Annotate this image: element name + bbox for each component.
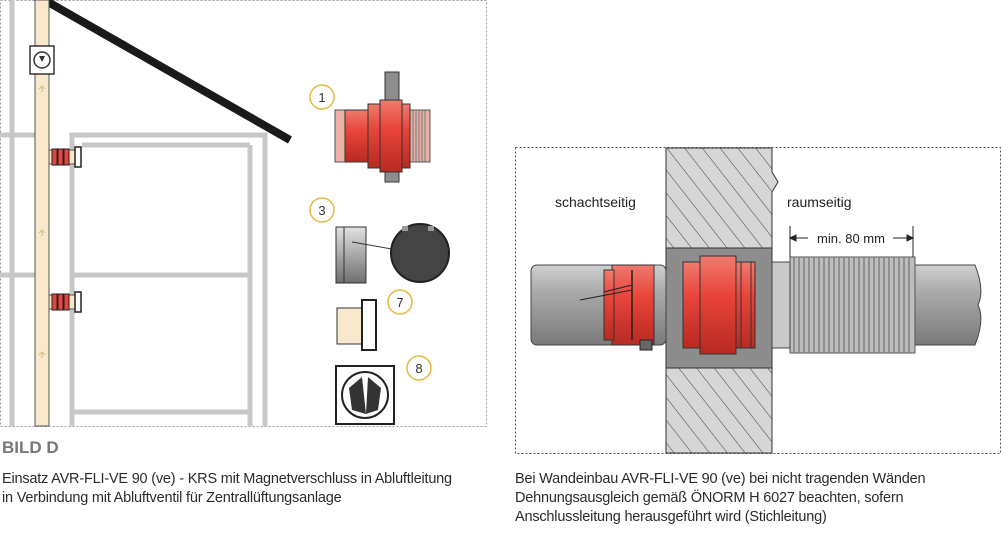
damper-wall	[682, 255, 756, 355]
flex-sleeve	[771, 256, 916, 354]
dimension-line	[788, 226, 915, 257]
right-caption: Bei Wandeinbau AVR-FLI-VE 90 (ve) bei ni…	[515, 470, 926, 527]
valve-side-detail	[336, 299, 377, 351]
right-caption-line-1: Bei Wandeinbau AVR-FLI-VE 90 (ve) bei ni…	[515, 471, 926, 487]
callout-7-number: 7	[396, 295, 403, 310]
magnet-lid-detail	[335, 223, 450, 284]
label-room-side: raumseitig	[787, 194, 852, 210]
duct-connector-upper	[48, 146, 82, 168]
building-walls	[0, 0, 268, 426]
callout-8-number: 8	[415, 361, 422, 376]
duct-fan-box	[29, 45, 55, 75]
damper-left	[579, 264, 655, 351]
dimension-label: min. 80 mm	[817, 231, 885, 246]
vertical-duct	[34, 0, 50, 427]
roof-line	[46, 0, 292, 144]
callout-8: 8	[406, 355, 432, 381]
right-caption-line-2: Dehnungsausgleich gemäß ÖNORM H 6027 bea…	[515, 490, 904, 506]
airflow-arrows	[38, 85, 46, 358]
right-figure: schachtseitig raumseitig min. 80 mm	[515, 147, 1001, 454]
valve-front-detail	[335, 365, 395, 425]
callout-1-number: 1	[318, 90, 325, 105]
left-caption-line-2: in Verbindung mit Abluftventil für Zentr…	[2, 490, 342, 506]
left-caption: Einsatz AVR-FLI-VE 90 (ve) - KRS mit Mag…	[2, 470, 452, 508]
callout-3: 3	[309, 197, 335, 223]
duct-connector-lower	[48, 291, 82, 313]
figure-title: BILD D	[2, 438, 59, 457]
callout-3-number: 3	[318, 203, 325, 218]
callout-1: 1	[309, 84, 335, 110]
left-figure: 1 3	[0, 0, 487, 427]
right-caption-line-3: Anschlussleitung herausgeführt wird (Sti…	[515, 509, 827, 525]
callout-7: 7	[387, 289, 413, 315]
left-caption-line-1: Einsatz AVR-FLI-VE 90 (ve) - KRS mit Mag…	[2, 471, 452, 487]
label-shaft-side: schachtseitig	[555, 194, 636, 210]
damper-detail-1	[334, 71, 431, 183]
